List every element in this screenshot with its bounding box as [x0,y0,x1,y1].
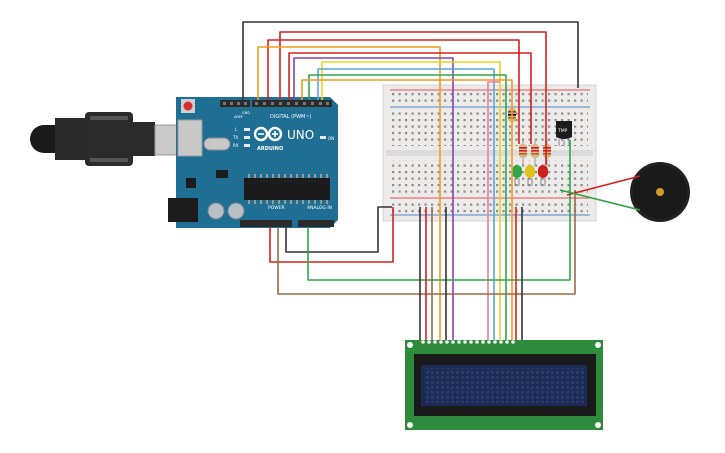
wire-orange-2[interactable] [301,79,513,340]
wire-red-1[interactable] [279,31,547,165]
wire-red-2[interactable] [267,39,520,144]
wire-green-1[interactable] [308,74,507,340]
temperature-sensor[interactable]: TMP [556,121,572,146]
wire-black-power[interactable] [285,206,392,253]
board-model-label: UNO [287,128,314,142]
wire-yellow[interactable] [321,61,501,340]
led-red[interactable] [538,165,548,186]
analog-header-label: ANALOG IN [307,205,332,211]
arduino-uno-board[interactable]: AREF GND DIGITAL (PWM~) L TX RX ON UNO A… [168,97,338,228]
wire-blue[interactable] [317,68,495,340]
wire-orange[interactable] [257,46,441,340]
wires [242,21,641,340]
wire-pink[interactable] [487,81,500,340]
gnd-label: GND [242,111,250,115]
wire-purple[interactable] [293,57,454,340]
led-green[interactable] [512,165,522,186]
arduino-logo-icon [253,126,283,142]
usb-cable [30,112,188,166]
breadboard[interactable] [382,84,597,222]
atmega-chip [244,178,330,200]
lcd-display[interactable] [405,340,603,430]
resistor-3[interactable] [531,140,539,166]
resistor-2[interactable] [519,140,527,166]
sensor-label: TMP [557,128,568,134]
dc-jack [168,198,198,222]
power-header-label: POWER [268,205,285,211]
aref-label: AREF [234,115,243,119]
resistor-4[interactable] [543,140,551,166]
board-brand-label: ARDUINO [257,146,283,152]
l-led-label: L [235,127,238,132]
wire-buzzer-red[interactable] [566,175,641,196]
digital-header-label: DIGITAL (PWM~) [270,114,312,120]
wire-black-gnd[interactable] [242,21,579,100]
wire-buzzer-green[interactable] [559,189,641,211]
rx-led-label: RX [233,143,239,148]
wire-red-5v[interactable] [269,207,394,263]
tx-led-label: TX [232,135,238,140]
wire-green-analog[interactable] [307,140,571,281]
led-yellow[interactable] [525,165,535,186]
on-led-label: ON [328,136,334,141]
piezo-buzzer[interactable] [630,162,690,222]
wire-red-3[interactable] [288,52,532,144]
lcd-pins [421,340,515,344]
